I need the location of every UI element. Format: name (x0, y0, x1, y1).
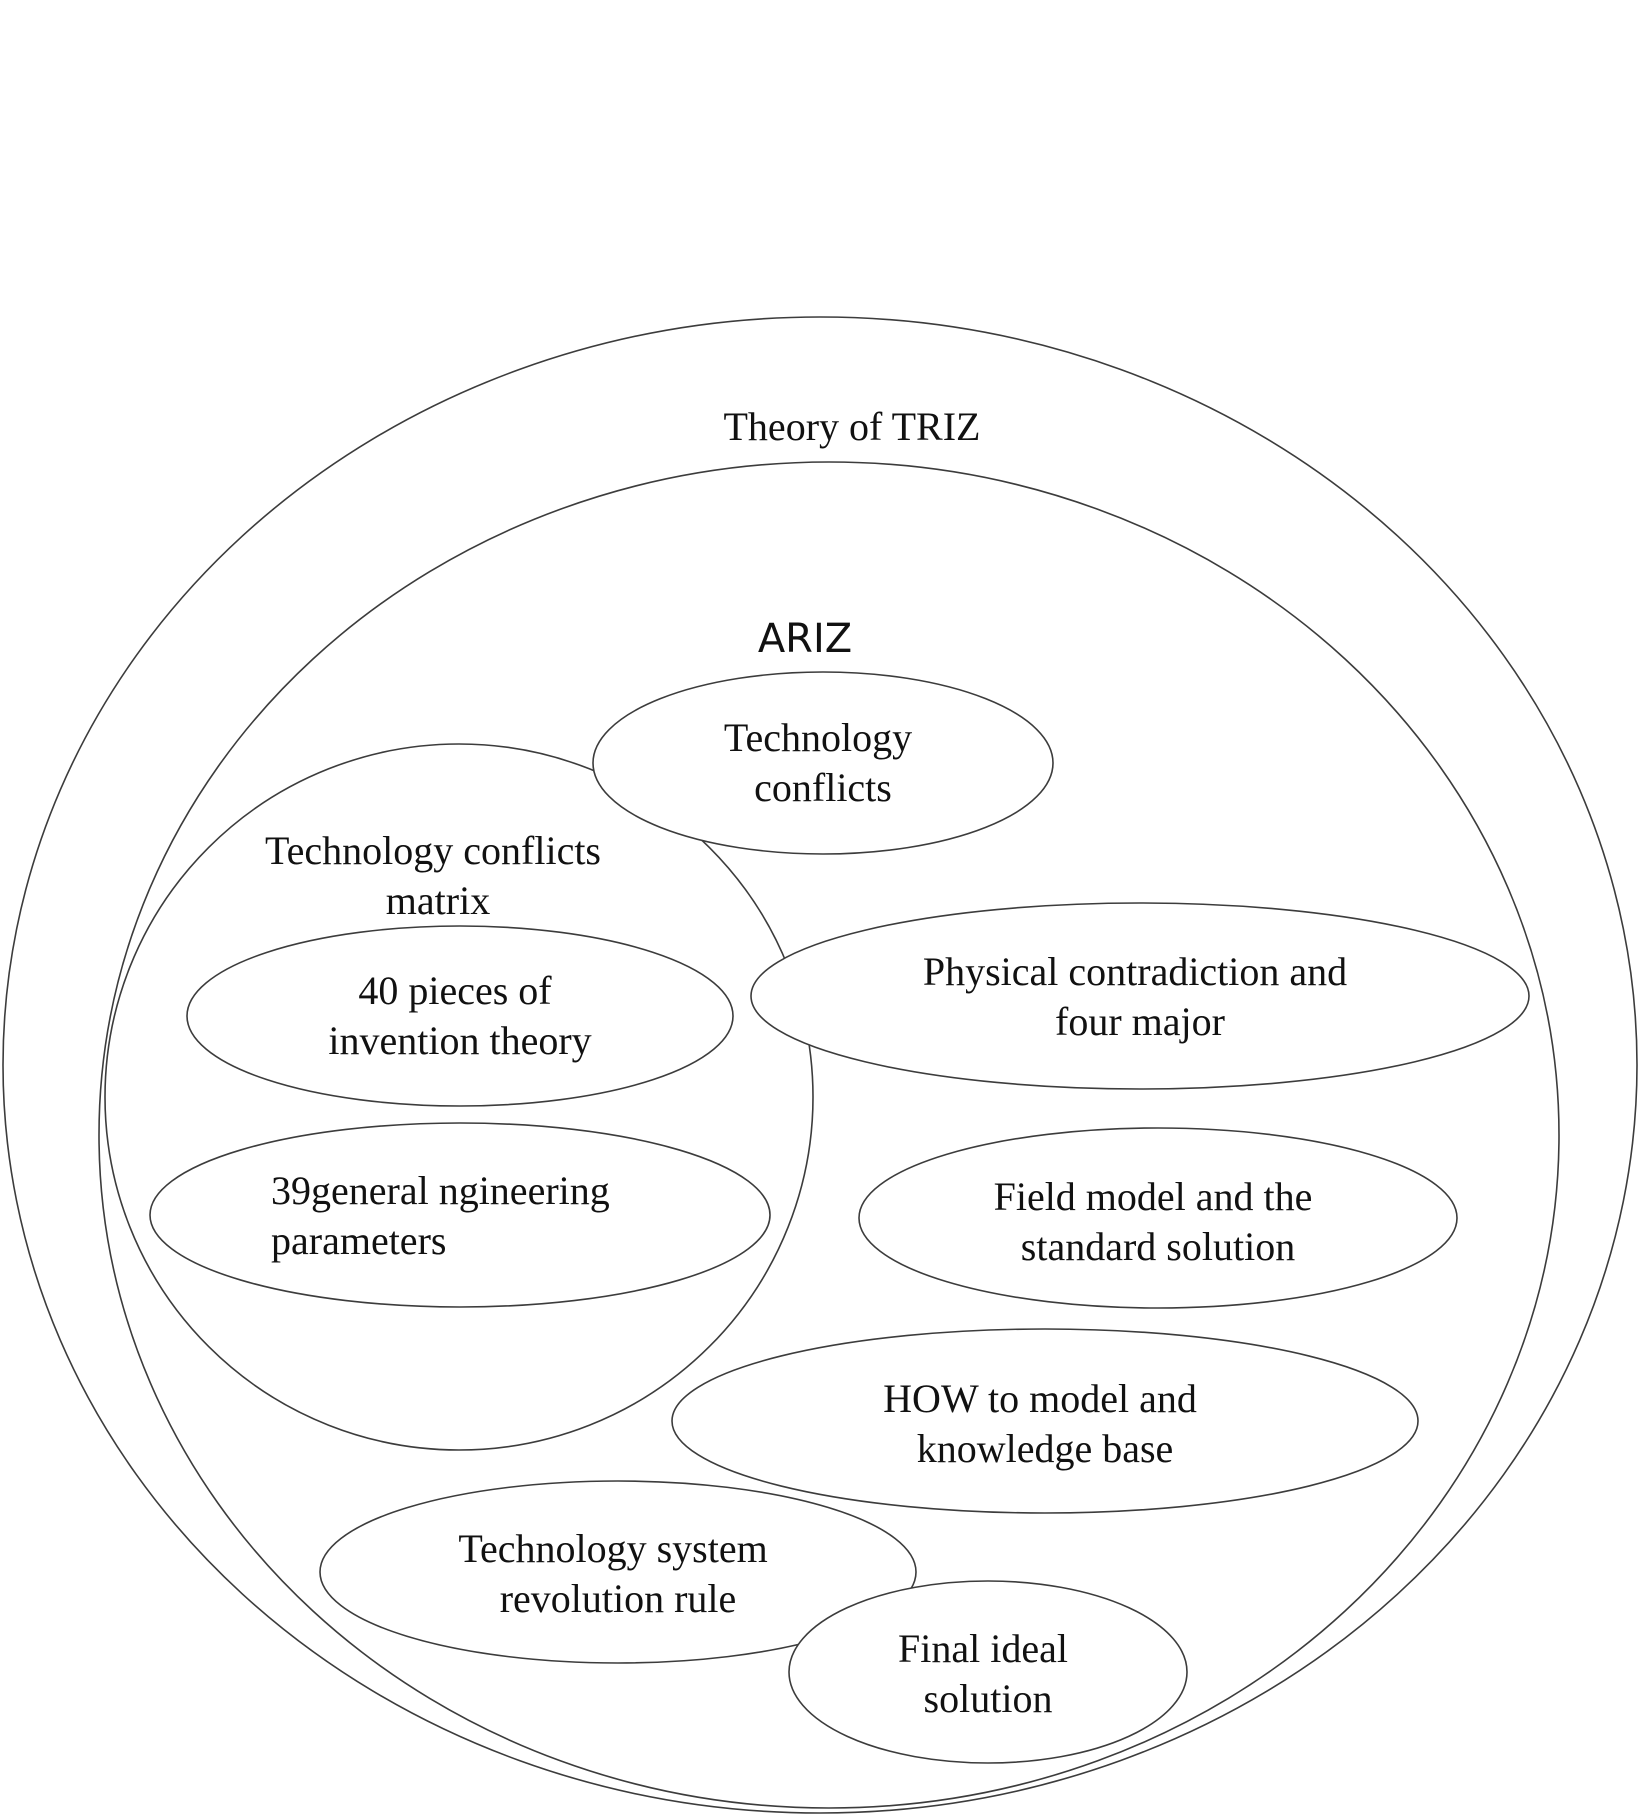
engineering-parameters-label: 39general ngineering parameters (271, 1168, 620, 1263)
parameters-line-1: 39general ngineering (271, 1168, 610, 1213)
engineering-parameters-ellipse (149, 1122, 771, 1308)
physical-line-2: four major (1055, 999, 1225, 1044)
field-line-2: standard solution (1021, 1224, 1295, 1269)
how-model-ellipse (671, 1328, 1419, 1514)
ariz-label: ARIZ (758, 616, 852, 662)
technology-conflicts-ellipse (592, 671, 1054, 855)
technology-conflicts-matrix-label: Technology conflicts matrix (265, 828, 611, 923)
final-ideal-ellipse (788, 1580, 1188, 1764)
parameters-line-2: parameters (271, 1218, 446, 1263)
conflicts-line-1: Technology (724, 715, 912, 760)
evolution-rule-ellipse (319, 1480, 917, 1664)
final-line-1: Final ideal (898, 1626, 1068, 1671)
how-line-1: HOW to model and (883, 1376, 1197, 1421)
field-model-ellipse (858, 1127, 1458, 1309)
technology-conflicts-label: Technology conflicts (724, 715, 922, 810)
evolution-rule-label: Technology system revolution rule (458, 1526, 777, 1621)
final-ideal-label: Final ideal solution (898, 1626, 1078, 1721)
field-line-1: Field model and the (994, 1174, 1313, 1219)
technology-conflicts-matrix-circle (104, 743, 814, 1451)
conflicts-line-2: conflicts (754, 765, 892, 810)
physical-contradiction-label: Physical contradiction and four major (923, 949, 1357, 1044)
physical-contradiction-ellipse (750, 902, 1530, 1090)
theory-of-triz-label: Theory of TRIZ (724, 404, 981, 449)
ariz-circle (98, 461, 1560, 1809)
invention-principles-ellipse (186, 925, 734, 1107)
evolution-line-1: Technology system (458, 1526, 767, 1571)
how-model-label: HOW to model and knowledge base (883, 1376, 1207, 1471)
how-line-2: knowledge base (917, 1426, 1174, 1471)
matrix-line-2: matrix (386, 878, 490, 923)
final-line-2: solution (924, 1676, 1053, 1721)
invention-principles-label: 40 pieces of invention theory (328, 968, 591, 1063)
evolution-line-2: revolution rule (500, 1576, 737, 1621)
field-model-label: Field model and the standard solution (994, 1174, 1323, 1269)
invention-line-2: invention theory (328, 1018, 591, 1063)
invention-line-1: 40 pieces of (358, 968, 552, 1013)
theory-of-triz-circle (2, 316, 1638, 1814)
matrix-line-1: Technology conflicts (265, 828, 601, 873)
physical-line-1: Physical contradiction and (923, 949, 1347, 994)
